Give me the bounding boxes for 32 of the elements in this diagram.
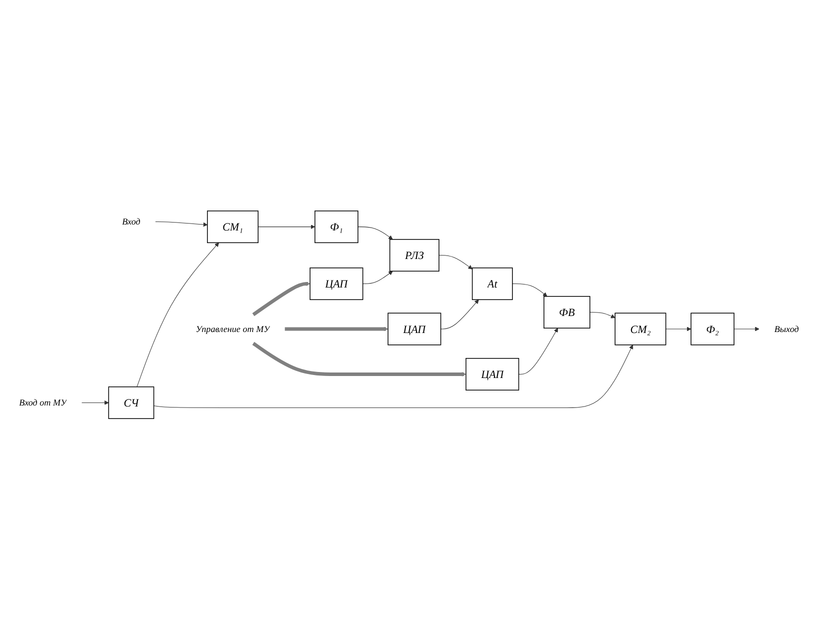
node-box: ЦАП xyxy=(388,312,442,346)
arrow xyxy=(284,326,388,332)
arrow xyxy=(136,242,220,388)
arrow xyxy=(440,299,479,330)
node-text: Выход xyxy=(774,324,799,334)
node-text: Вход от МУ xyxy=(19,397,67,408)
arrow xyxy=(362,270,393,284)
arrow xyxy=(252,342,466,376)
arrow xyxy=(82,400,109,405)
node-box: ЦАП xyxy=(466,358,520,390)
node-text: Управление от МУ xyxy=(196,324,270,334)
arrow xyxy=(154,344,634,408)
arrow xyxy=(155,222,208,227)
node-box: At xyxy=(472,268,513,300)
arrow xyxy=(666,326,692,332)
arrow xyxy=(438,255,472,270)
node-box: РЛЗ xyxy=(389,239,440,272)
arrow xyxy=(512,284,548,297)
node-text: Вход xyxy=(122,216,140,227)
node-box: Ф₂ xyxy=(690,312,734,346)
arrow xyxy=(258,224,316,230)
node-box: ЦАП xyxy=(310,268,364,300)
arrow xyxy=(734,326,760,332)
arrow xyxy=(590,312,616,318)
arrow xyxy=(358,226,393,240)
node-box: ФВ xyxy=(544,296,590,328)
arrow xyxy=(252,282,310,316)
node-box: СМ₂ xyxy=(614,312,666,346)
arrow xyxy=(518,328,558,374)
node-box: Ф₁ xyxy=(314,210,358,244)
node-box: СМ₁ xyxy=(207,210,258,244)
node-box: СЧ xyxy=(108,386,154,419)
